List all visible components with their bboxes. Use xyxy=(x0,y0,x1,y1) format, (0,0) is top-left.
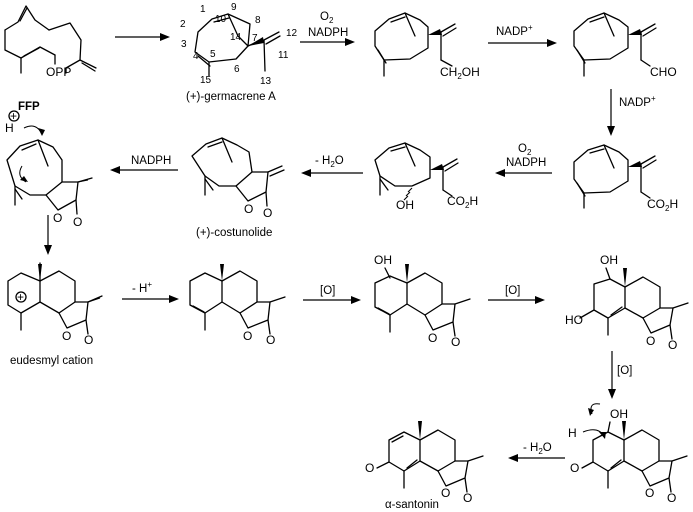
label-alpha-santonin: α-santonin xyxy=(385,499,439,511)
label-ffp: FFP xyxy=(18,101,40,113)
atom-number-10: 10 xyxy=(215,14,227,25)
label-plus-cation: + xyxy=(17,290,24,304)
atom-number-8: 8 xyxy=(255,15,261,26)
label-carbonyl-o-santonin: O xyxy=(463,491,472,505)
arrow-protonated-to-cation xyxy=(44,215,52,255)
structure-hydroxy-germacrene-acid: OH CO2H xyxy=(374,142,478,212)
arrow-eudesmene-to-oh1 xyxy=(303,296,361,304)
label-carbonyl-o-hydroxy: O xyxy=(451,335,460,349)
label-carbonyl-o-diol: O xyxy=(668,338,677,352)
label-cho: CHO xyxy=(650,65,677,79)
label-o-santonin: O xyxy=(365,461,374,475)
label-carbonyl-o-costunolide: O xyxy=(263,206,272,220)
arrow-ketone-to-santonin xyxy=(508,454,565,462)
structure-protonated-costunolide: + H O O xyxy=(5,109,93,229)
structure-hydroxy-eudesmene: OH O O xyxy=(374,253,471,349)
label-lactone-o-costunolide: O xyxy=(244,202,253,216)
label-carbonyl-o-eudesmyl: O xyxy=(84,333,93,347)
structure-germacrenal: CHO xyxy=(573,12,677,79)
arrow-hydroxyacid-to-costunolide xyxy=(301,169,363,177)
atom-number-13: 13 xyxy=(260,76,272,87)
reagent-oxidation-2: [O] xyxy=(505,285,520,297)
reagent-oxidation-3: [O] xyxy=(617,365,632,377)
label-oh-1: OH xyxy=(374,253,392,267)
label-carbonyl-o-keto: O xyxy=(667,491,676,505)
label-lactone-o-santonin: O xyxy=(441,486,450,500)
label-carbonyl-o-eudesmene: O xyxy=(266,333,275,347)
label-lactone-o-hydroxy: O xyxy=(428,331,437,345)
reagent-nadph-left: NADPH xyxy=(131,155,171,167)
reagent-minus-h2o-1: - H2O xyxy=(315,155,344,169)
arrow-germacrene-to-alcohol xyxy=(300,38,355,46)
label-oh-2a: OH xyxy=(600,253,618,267)
atom-number-2: 2 xyxy=(180,19,186,30)
atom-number-1: 1 xyxy=(200,4,206,15)
label-co2h-2: CO2H xyxy=(447,194,478,210)
atom-number-4: 4 xyxy=(193,51,199,62)
atom-number-15: 15 xyxy=(200,75,212,86)
label-plus-h: + xyxy=(10,109,17,123)
label-h-plus: H xyxy=(5,121,14,135)
label-germacrene-a: (+)-germacrene A xyxy=(186,91,276,103)
reagent-minus-h: - H+ xyxy=(132,280,152,295)
label-lactone-o-eudesmene: O xyxy=(243,329,252,343)
structure-eudesmyl-cation: + O O eudesmyl cation xyxy=(7,262,103,367)
atom-number-11: 11 xyxy=(278,50,289,61)
structure-germacrene-a: 1 2 3 4 5 6 7 8 9 10 11 12 13 14 15 (+)-… xyxy=(180,2,298,103)
arrow-costunolide-to-protonated xyxy=(110,166,178,174)
structure-keto-alcohol: OH H O O O xyxy=(568,403,688,505)
reagent-nadph-top: NADPH xyxy=(308,27,348,39)
label-lactone-o-protonated: O xyxy=(53,211,62,225)
reagent-nadph-mid: NADPH xyxy=(506,157,546,169)
atom-number-7: 7 xyxy=(252,33,258,44)
arrow-acid-to-hydroxyacid xyxy=(495,169,552,177)
reagent-minus-h2o-2: - H2O xyxy=(523,442,552,456)
atom-number-5: 5 xyxy=(210,49,216,60)
reagent-oxidation-1: [O] xyxy=(320,285,335,297)
reagent-nadp-1: NADP+ xyxy=(496,23,533,38)
label-h-3: H xyxy=(568,426,577,440)
atom-number-9: 9 xyxy=(231,2,237,13)
label-co2h-1: CO2H xyxy=(647,197,678,213)
label-lactone-o-eudesmyl: O xyxy=(62,329,71,343)
label-lactone-o-diol: O xyxy=(646,334,655,348)
atom-number-3: 3 xyxy=(181,39,187,50)
arrow-aldehyde-to-acid xyxy=(607,89,615,136)
label-costunolide: (+)-costunolide xyxy=(196,227,272,239)
reagent-o2-top: O2 xyxy=(320,11,334,25)
label-oh-acid: OH xyxy=(396,198,414,212)
structure-diol: OH HO O O xyxy=(565,253,689,352)
atom-number-12: 12 xyxy=(286,28,298,39)
arrow-cation-to-eudesmene xyxy=(122,295,179,303)
arrow-ffp-to-germacrene xyxy=(115,33,170,41)
structure-costunolide: O O (+)-costunolide xyxy=(191,137,285,239)
label-o-ketone: O xyxy=(570,461,579,475)
atom-number-6: 6 xyxy=(234,64,240,75)
label-ch2oh: CH2OH xyxy=(440,65,480,81)
structure-alpha-santonin: O O O α-santonin xyxy=(365,421,484,511)
label-carbonyl-o-protonated: O xyxy=(73,215,82,229)
structure-germacrenol: CH2OH xyxy=(374,12,480,81)
label-opp: OPP xyxy=(46,65,71,79)
label-ho-2b: HO xyxy=(565,313,583,327)
arrow-oh1-to-diol xyxy=(488,296,545,304)
label-lactone-o-keto: O xyxy=(645,486,654,500)
structure-ffp: OPP FFP xyxy=(4,5,97,113)
atom-number-14: 14 xyxy=(230,32,242,43)
label-eudesmyl-cation: eudesmyl cation xyxy=(10,355,93,367)
label-oh-3: OH xyxy=(610,407,628,421)
structure-germacrene-acid: CO2H xyxy=(573,144,678,213)
reagent-nadp-2: NADP+ xyxy=(619,94,656,109)
reagent-o2-mid: O2 xyxy=(518,143,532,157)
arrow-alcohol-to-aldehyde xyxy=(488,39,557,47)
arrow-diol-to-ketone xyxy=(608,351,616,399)
structure-eudesmene-lactone: O O xyxy=(189,264,286,347)
